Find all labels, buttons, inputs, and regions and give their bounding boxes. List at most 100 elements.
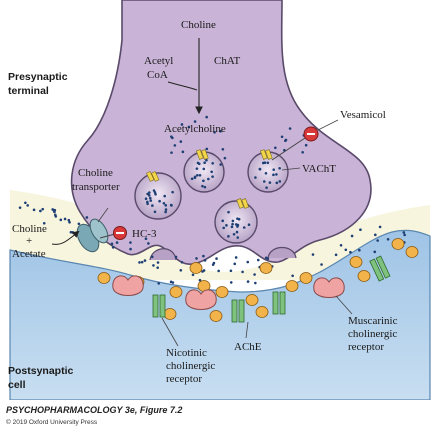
acetylcholine-molecule bbox=[402, 231, 406, 234]
label-muscarinic-3: receptor bbox=[348, 341, 384, 353]
label-ache: AChE bbox=[234, 341, 262, 353]
acetylcholine-molecule bbox=[26, 204, 30, 207]
label-choline-left: Choline bbox=[12, 223, 47, 235]
acetylcholine-molecule bbox=[291, 274, 294, 278]
acetylcholine-molecule bbox=[68, 220, 71, 224]
acetylcholine-molecule bbox=[144, 197, 148, 201]
acetylcholine-molecule bbox=[234, 223, 238, 226]
acetylcholine-molecule bbox=[193, 175, 197, 179]
acetylcholine-molecule bbox=[202, 254, 205, 258]
acetylcholine-molecule bbox=[158, 199, 161, 203]
acetylcholine-molecule bbox=[225, 224, 228, 227]
acetylcholine-molecule bbox=[350, 234, 354, 238]
label-muscarinic-2: cholinergic bbox=[348, 328, 397, 340]
acetylcholine-molecule bbox=[203, 185, 207, 189]
acetylcholine-molecule bbox=[262, 180, 266, 183]
acetylcholine-molecule bbox=[278, 180, 282, 183]
acetylcholine-molecule bbox=[77, 222, 81, 226]
acetylcholine-molecule bbox=[217, 269, 220, 273]
acetylcholine-molecule bbox=[205, 158, 208, 162]
acetylcholine-molecule bbox=[85, 216, 89, 219]
ache-enzyme bbox=[357, 270, 371, 282]
acetylcholine-molecule bbox=[231, 222, 234, 226]
vesamicol-pointer bbox=[317, 119, 339, 131]
acetylcholine-molecule bbox=[258, 167, 262, 171]
acetylcholine-molecule bbox=[288, 127, 292, 130]
acetylcholine-molecule bbox=[272, 168, 276, 171]
acetylcholine-molecule bbox=[67, 218, 71, 222]
acetylcholine-molecule bbox=[264, 171, 268, 175]
acetylcholine-molecule bbox=[193, 120, 197, 123]
caption-title: PSYCHOPHARMACOLOGY 3e, Figure 7.2 bbox=[6, 405, 182, 415]
acetylcholine-molecule bbox=[202, 179, 205, 183]
acetylcholine-molecule bbox=[164, 210, 167, 214]
acetylcholine-molecule bbox=[54, 215, 58, 218]
acetylcholine-molecule bbox=[230, 225, 234, 229]
acetylcholine-molecule bbox=[191, 273, 195, 277]
acetylcholine-molecule bbox=[202, 269, 206, 272]
acetylcholine-molecule bbox=[129, 241, 132, 244]
ache-enzyme bbox=[163, 308, 177, 320]
acetylcholine-molecule bbox=[195, 257, 198, 260]
acetylcholine-molecule bbox=[234, 256, 238, 259]
ache-enzyme bbox=[285, 280, 299, 292]
acetylcholine-molecule bbox=[147, 194, 151, 197]
acetylcholine-molecule bbox=[256, 258, 260, 262]
acetylcholine-molecule bbox=[18, 206, 22, 209]
acetylcholine-molecule bbox=[222, 226, 226, 230]
acetylcholine-molecule bbox=[201, 184, 204, 188]
acetylcholine-molecule bbox=[163, 194, 166, 198]
acetylcholine-molecule bbox=[140, 260, 144, 264]
acetylcholine-molecule bbox=[32, 208, 36, 212]
acetylcholine-molecule bbox=[63, 217, 67, 221]
acetylcholine-molecule bbox=[378, 225, 382, 229]
label-postsynaptic-1: Postsynaptic bbox=[8, 365, 74, 377]
vesicle-4 bbox=[214, 200, 258, 244]
acetylcholine-molecule bbox=[236, 217, 239, 220]
acetylcholine-molecule bbox=[174, 255, 178, 259]
acetylcholine-molecule bbox=[311, 253, 315, 256]
acetylcholine-molecule bbox=[263, 161, 267, 165]
ache-enzyme bbox=[405, 246, 419, 258]
acetylcholine-molecule bbox=[211, 263, 215, 266]
label-acetate: Acetate bbox=[12, 248, 46, 260]
acetylcholine-molecule bbox=[272, 173, 275, 177]
acetylcholine-molecule bbox=[247, 223, 251, 226]
vacht-transporter-4 bbox=[236, 198, 249, 209]
acetylcholine-molecule bbox=[274, 146, 277, 150]
acetylcholine-molecule bbox=[264, 256, 268, 260]
acetylcholine-molecule bbox=[149, 199, 153, 202]
acetylcholine-molecule bbox=[229, 281, 233, 284]
acetylcholine-molecule bbox=[235, 230, 239, 234]
caption-copyright: © 2019 Oxford University Press bbox=[6, 418, 98, 426]
acetylcholine-molecule bbox=[187, 125, 191, 129]
acetylcholine-molecule bbox=[221, 147, 225, 151]
acetylcholine-molecule bbox=[376, 239, 379, 242]
acetylcholine-molecule bbox=[339, 243, 343, 247]
acetylcholine-molecule bbox=[202, 167, 206, 171]
acetylcholine-molecule bbox=[229, 269, 233, 273]
acetylcholine-molecule bbox=[358, 248, 361, 252]
vacht-transporter-1 bbox=[196, 149, 209, 160]
label-postsynaptic-2: cell bbox=[8, 379, 26, 391]
acetylcholine-molecule bbox=[170, 204, 173, 207]
acetylcholine-molecule bbox=[215, 257, 218, 260]
ache-enzyme bbox=[169, 286, 183, 298]
ache-enzyme bbox=[349, 256, 363, 268]
acetylcholine-molecule bbox=[211, 175, 214, 178]
acetylcholine-molecule bbox=[180, 123, 184, 126]
acetylcholine-molecule bbox=[156, 266, 159, 269]
label-choline-transporter-1: Choline bbox=[78, 167, 113, 179]
acetylcholine-molecule bbox=[304, 143, 308, 147]
acetylcholine-molecule bbox=[170, 135, 173, 138]
label-presynaptic-1: Presynaptic bbox=[8, 71, 68, 83]
acetylcholine-molecule bbox=[344, 248, 348, 252]
muscarinic-pointer bbox=[335, 295, 353, 315]
label-nicotinic-3: receptor bbox=[166, 373, 202, 385]
acetylcholine-molecule bbox=[164, 208, 168, 211]
ache-enzyme bbox=[215, 286, 229, 298]
acetylcholine-molecule bbox=[268, 181, 272, 184]
acetylcholine-molecule bbox=[213, 130, 216, 134]
nicotinic-pointer bbox=[161, 317, 179, 347]
